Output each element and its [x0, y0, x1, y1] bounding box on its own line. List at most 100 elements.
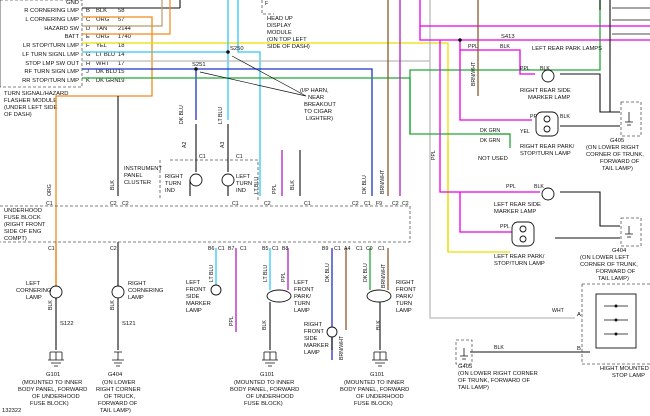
left-front-park-turn-icon	[266, 289, 292, 303]
svg-text:CORNER OF TRUNK,: CORNER OF TRUNK,	[580, 262, 638, 268]
left-rear-side-marker-icon	[541, 187, 555, 201]
svg-text:FRONT: FRONT	[396, 287, 416, 293]
wire-dk-grn	[409, 0, 601, 134]
flasher-pin-label: RF TURN SIGN LMP	[24, 69, 79, 75]
left-turn-indicator-icon	[221, 173, 235, 187]
left-cornering-lamp-icon	[49, 285, 63, 299]
svg-text:D: D	[86, 26, 90, 32]
svg-text:RIGHT: RIGHT	[128, 281, 146, 287]
svg-text:A4: A4	[344, 246, 350, 252]
svg-text:DK GRN: DK GRN	[96, 78, 119, 84]
svg-text:RIGHT REAR SIDE: RIGHT REAR SIDE	[520, 88, 571, 94]
svg-text:LT BLU: LT BLU	[218, 107, 224, 124]
svg-text:FORWARD OF: FORWARD OF	[596, 269, 636, 275]
wire-ppl-rear-lamps	[459, 40, 535, 75]
svg-text:PPL: PPL	[500, 224, 510, 230]
svg-text:TAIL LAMP): TAIL LAMP)	[602, 166, 633, 172]
svg-text:OF TRUCK,: OF TRUCK,	[104, 394, 136, 400]
flasher-pin-label: LR STOP/TURN LMP	[23, 43, 79, 49]
svg-text:LEFT: LEFT	[26, 281, 41, 287]
wire-tan	[82, 0, 163, 27]
right-turn-indicator-icon	[189, 173, 203, 187]
svg-text:C2: C2	[110, 201, 117, 207]
splice-s121: S121	[122, 321, 136, 327]
svg-text:PPL: PPL	[229, 316, 235, 326]
svg-text:SIDE: SIDE	[186, 294, 200, 300]
rear-lamps: LEFT REAR PARK LAMPS RIGHT REAR SIDE MAR…	[478, 46, 650, 379]
flasher-caption-line: OF DASH)	[4, 112, 32, 118]
wire-blk-rear	[560, 191, 620, 227]
svg-text:G101: G101	[370, 372, 384, 378]
svg-text:LEFT REAR SIDE: LEFT REAR SIDE	[494, 202, 541, 208]
svg-text:18: 18	[118, 43, 124, 49]
splices: S250 S251 S413 S122 S121	[60, 34, 515, 327]
svg-text:MARKER: MARKER	[186, 301, 211, 307]
svg-text:LEFT REAR PARK LAMPS: LEFT REAR PARK LAMPS	[532, 46, 602, 52]
svg-text:LAMP: LAMP	[294, 308, 310, 314]
flasher-pin-label: STOP LMP SW OUT	[25, 61, 79, 67]
right-rear-park-lamp-icon	[535, 111, 559, 137]
svg-text:FRONT: FRONT	[304, 329, 324, 335]
svg-text:C2: C2	[352, 201, 359, 207]
svg-text:(I/P HARN,: (I/P HARN,	[300, 88, 329, 94]
svg-text:TURN: TURN	[396, 301, 412, 307]
svg-text:B: B	[86, 8, 90, 14]
splice-s250: S250	[230, 46, 244, 52]
svg-text:DK BLU: DK BLU	[363, 263, 369, 282]
svg-text:LEFT: LEFT	[186, 280, 201, 286]
svg-text:C9: C9	[366, 246, 373, 252]
svg-text:RIGHT: RIGHT	[396, 280, 414, 286]
svg-text:PPL: PPL	[431, 150, 437, 160]
svg-text:PPL: PPL	[506, 184, 516, 190]
svg-text:LT BLU: LT BLU	[263, 265, 269, 282]
svg-text:C1: C1	[236, 154, 243, 160]
svg-text:(MOUNTED TO INNER: (MOUNTED TO INNER	[234, 380, 294, 386]
flasher-caption-line: FLASHER MODULE	[4, 98, 57, 104]
svg-text:B7: B7	[228, 246, 234, 252]
svg-text:BLK: BLK	[376, 320, 382, 330]
splice-s251: S251	[192, 62, 206, 68]
svg-text:G404: G404	[108, 372, 123, 378]
svg-text:C1: C1	[218, 246, 225, 252]
wire-ppl-rear	[419, 26, 650, 41]
svg-text:OF UNDERHOOD: OF UNDERHOOD	[356, 394, 404, 400]
svg-text:(RIGHT FRONT: (RIGHT FRONT	[4, 222, 46, 228]
svg-text:BREAKOUT: BREAKOUT	[304, 102, 336, 108]
svg-text:2144: 2144	[118, 26, 132, 32]
svg-text:IND: IND	[236, 188, 246, 194]
svg-text:BRN/WHT: BRN/WHT	[471, 61, 477, 86]
ground-symbols	[48, 101, 642, 367]
svg-text:BLK: BLK	[110, 180, 116, 190]
wire-dk-grn	[82, 77, 510, 135]
svg-text:WHT: WHT	[552, 308, 565, 314]
svg-text:BODY PANEL, FORWARD: BODY PANEL, FORWARD	[340, 387, 409, 393]
ground-icon	[620, 217, 642, 247]
svg-text:C2: C2	[402, 201, 409, 207]
flasher-pin-label: BATT	[65, 34, 80, 40]
svg-text:BLK: BLK	[48, 300, 54, 310]
svg-text:C1: C1	[48, 246, 55, 252]
svg-text:F9: F9	[376, 201, 382, 207]
svg-text:DK BLU: DK BLU	[96, 69, 117, 75]
wire-dk-blu-fuse	[196, 68, 373, 196]
svg-text:HIGHT MOUNTED: HIGHT MOUNTED	[600, 366, 649, 372]
svg-text:TAIL LAMP): TAIL LAMP)	[100, 408, 131, 414]
svg-text:DK GRN: DK GRN	[480, 138, 500, 144]
svg-text:(ON LOWER RIGHT: (ON LOWER RIGHT	[586, 145, 640, 151]
svg-text:CORNERING: CORNERING	[16, 288, 52, 294]
svg-text:ORG: ORG	[47, 184, 53, 196]
wire-ppl-left-rear	[459, 192, 520, 233]
svg-text:DISPLAY: DISPLAY	[267, 23, 291, 29]
svg-text:PARK/: PARK/	[294, 294, 311, 300]
svg-text:DK BLU: DK BLU	[362, 175, 368, 194]
svg-text:K: K	[86, 78, 90, 84]
splice-s122: S122	[60, 321, 74, 327]
svg-text:LEFT: LEFT	[236, 174, 251, 180]
svg-text:MODULE: MODULE	[267, 30, 292, 36]
svg-text:(ON LOWER RIGHT CORNER: (ON LOWER RIGHT CORNER	[458, 371, 538, 377]
svg-text:FUSE BLOCK): FUSE BLOCK)	[354, 401, 393, 407]
wire-wht	[429, 0, 575, 319]
right-front-park-turn-icon	[366, 289, 392, 303]
svg-text:19: 19	[118, 78, 124, 84]
svg-text:MARKER LAMP: MARKER LAMP	[528, 95, 570, 101]
